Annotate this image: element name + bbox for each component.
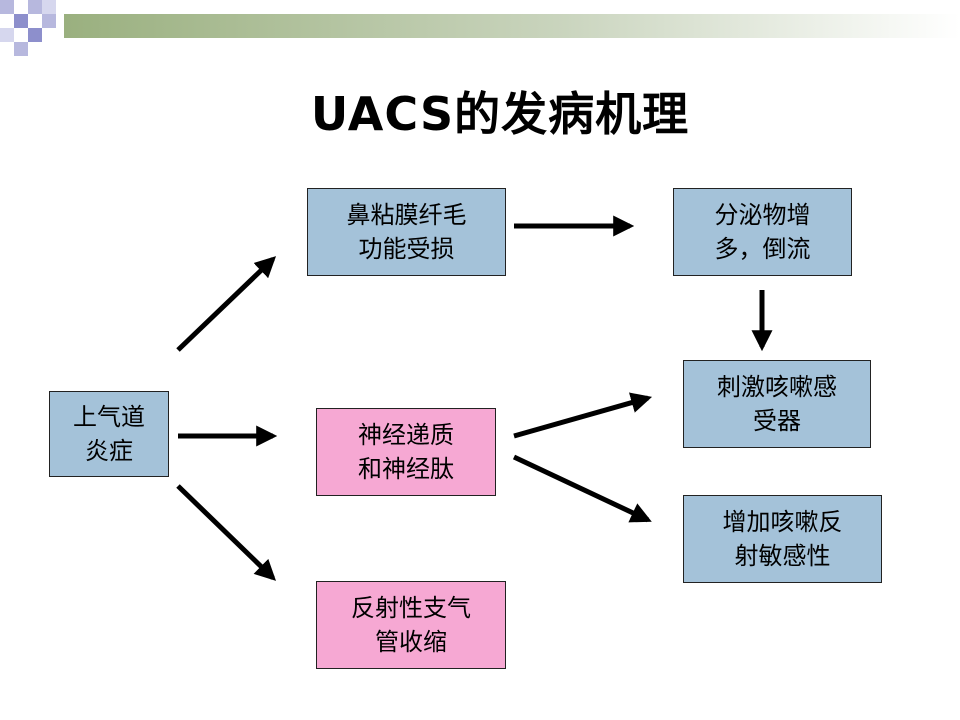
- header-decoration: [0, 0, 960, 56]
- node-upper-airway-inflammation: 上气道 炎症: [49, 391, 169, 477]
- node-secretion-increase: 分泌物增 多，倒流: [673, 188, 852, 276]
- arrow-inflammation-to-bronch: [176, 484, 277, 581]
- node-cough-receptor: 刺激咳嗽感 受器: [683, 360, 871, 448]
- corner-squares: [0, 0, 56, 56]
- node-bronchoconstriction: 反射性支气 管收缩: [316, 581, 506, 669]
- node-label: 刺激咳嗽感 受器: [717, 373, 837, 435]
- arrow-inflammation-to-mucosa: [176, 256, 277, 352]
- page-title: UACS的发病机理: [310, 87, 690, 141]
- node-label: 增加咳嗽反 射敏感性: [722, 508, 843, 570]
- node-neurotransmitters: 神经递质 和神经肽: [316, 408, 496, 496]
- node-label: 上气道 炎症: [73, 403, 145, 465]
- node-label: 反射性支气 管收缩: [351, 594, 471, 656]
- node-cough-sensitivity: 增加咳嗽反 射敏感性: [683, 495, 882, 583]
- arrow-neuro-to-receptor: [513, 392, 653, 439]
- header-gradient-band: [64, 14, 960, 38]
- node-label: 鼻粘膜纤毛 功能受损: [346, 201, 467, 263]
- node-label: 分泌物增 多，倒流: [714, 201, 811, 263]
- arrow-neuro-to-sensitivity: [512, 454, 652, 523]
- node-nasal-mucosa-damage: 鼻粘膜纤毛 功能受损: [307, 188, 506, 276]
- node-label: 神经递质 和神经肽: [358, 421, 454, 483]
